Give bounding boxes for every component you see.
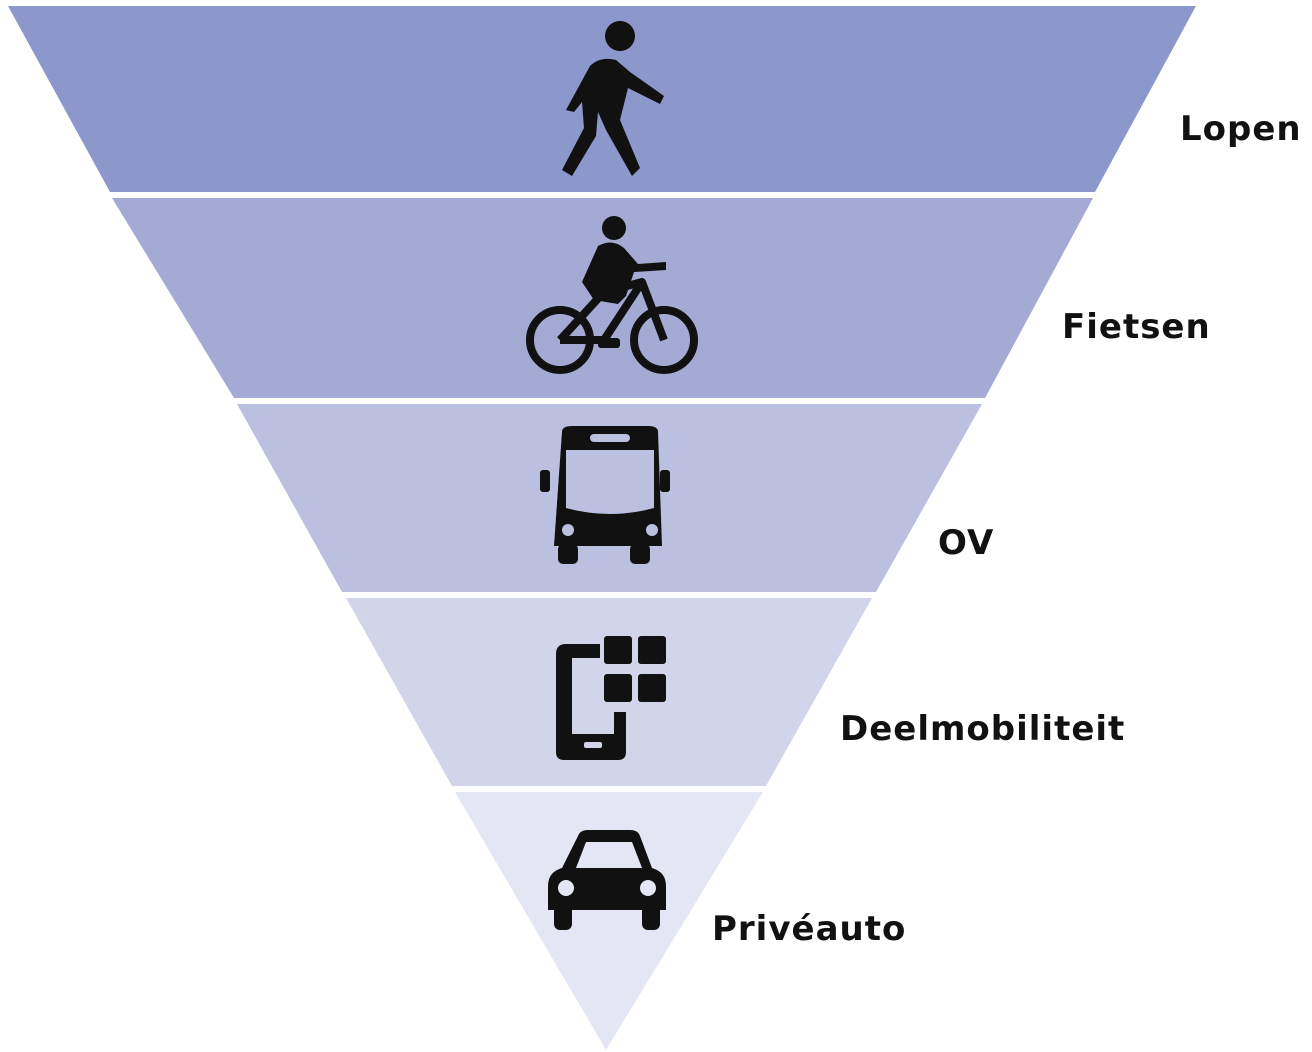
car-icon [548, 830, 666, 930]
tier-label-fietsen: Fietsen [1062, 307, 1211, 347]
tier-label-lopen: Lopen [1180, 109, 1302, 149]
tier-label-deelmobiliteit: Deelmobiliteit [840, 709, 1125, 749]
tier-priveauto: Privéauto [455, 792, 906, 1050]
bus-icon [540, 426, 670, 564]
walking-person-icon [562, 21, 664, 176]
smartphone-apps-icon [556, 636, 666, 760]
tier-ov: OV [237, 404, 994, 592]
tier-deelmobiliteit: Deelmobiliteit [346, 598, 1125, 786]
tier-fietsen: Fietsen [112, 198, 1211, 398]
bicycle-icon [526, 216, 698, 374]
tier-label-ov: OV [938, 523, 994, 563]
tier-label-priveauto: Privéauto [712, 909, 906, 949]
tier-band-priveauto [455, 792, 763, 1050]
tier-lopen: Lopen [8, 6, 1302, 192]
